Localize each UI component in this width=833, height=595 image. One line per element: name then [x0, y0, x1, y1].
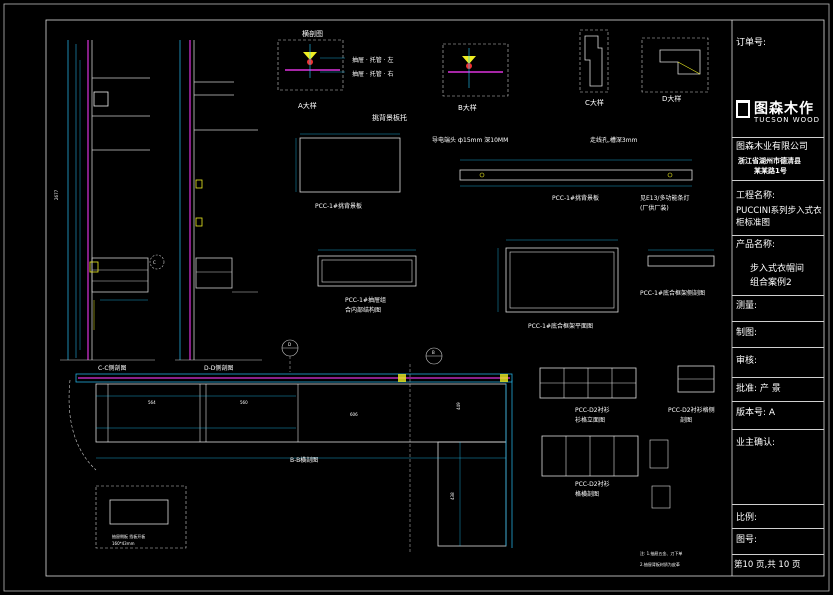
order-label: 订单号:: [736, 38, 767, 48]
drawer-frame-drawing: [317, 249, 417, 287]
cc-section-drawing: C 2677: [54, 40, 165, 361]
label-lamp-l1: 见E13/多功能条灯: [640, 194, 689, 202]
label-d2-side-l1: PCC-D2衬衫格侧: [668, 406, 715, 414]
label-detail-a: A大样: [298, 101, 317, 110]
company-name: 图森木业有限公司: [736, 142, 809, 152]
label-detail-d: D大样: [662, 94, 681, 103]
drawing-labels: 横剖图 抽屉 · 托管 · 左 抽屉 · 托管 · 右 A大样 B大样 C大样 …: [98, 29, 715, 567]
logo-mark-icon: [736, 100, 750, 118]
label-lamp-l2: (厂供厂装): [640, 204, 669, 212]
owner-label: 业主确认:: [736, 438, 776, 448]
owner-row: 业主确认:: [732, 429, 824, 505]
product-row: 产品名称: 步入式衣帽间 组合案例2: [732, 235, 824, 296]
label-base-section: PCC-1#底合框架侧剖图: [640, 289, 705, 297]
project-row: 工程名称: PUCCINI系列步入式衣柜标准图: [732, 180, 824, 236]
label-footnote-2: 2.抽屉背板材质为皮革: [640, 561, 680, 567]
logo-text-cn: 图森木作: [754, 101, 814, 117]
label-d2-side-l2: 剖图: [680, 416, 692, 424]
label-d2-elev-l1: PCC-D2衬衫: [575, 406, 610, 414]
label-drawer-l2: 合内部结构图: [345, 306, 381, 314]
measure-row: 测量:: [732, 295, 824, 322]
label-cc-section: C-C侧剖图: [98, 364, 127, 372]
label-cable-note: 导电端头 ф15mm 深10MM: [432, 136, 508, 144]
scale-label: 比例:: [736, 513, 758, 523]
label-pcc1-back: PCC-1#挑背景板: [315, 202, 362, 210]
page-label: 第10 页,共 10 页: [734, 560, 801, 570]
d2-cross-drawing: [541, 435, 671, 509]
label-drawer-l1: PCC-1#抽屉组: [345, 296, 386, 304]
drawing-no-label: 图号:: [736, 535, 758, 545]
svg-text:D: D: [288, 342, 291, 347]
product-label: 产品名称:: [736, 240, 776, 250]
project-name: PUCCINI系列步入式衣柜标准图: [736, 206, 822, 228]
base-plan-drawing: [497, 239, 619, 313]
label-detail-b: B大样: [458, 103, 477, 112]
label-pcc1-back2: PCC-1#挑背景板: [552, 194, 599, 202]
label-note-l1: 抽屉 · 托管 · 左: [352, 56, 393, 64]
label-bb-section: B-B横剖图: [290, 456, 318, 464]
label-cross-section: 横剖图: [302, 29, 323, 38]
section-markers: D B: [281, 339, 443, 552]
svg-text:B: B: [432, 350, 435, 355]
svg-text:606: 606: [350, 412, 358, 417]
label-hole-note: 走线孔,槽深3mm: [590, 136, 638, 144]
review-row: 审核:: [732, 347, 824, 378]
address-line-2: 某某路1号: [754, 167, 787, 175]
label-dd-section: D-D侧剖图: [204, 364, 233, 372]
company-row: 图森木业有限公司 浙江省湖州市德清县 某某路1号: [732, 137, 824, 178]
measure-label: 测量:: [736, 301, 758, 311]
d2-side-drawing: [677, 365, 715, 393]
version-label: 版本号: A: [736, 408, 776, 418]
version-row: 版本号: A: [732, 401, 824, 430]
logo-text-en: TUCSON WOOD: [754, 116, 821, 124]
approve-label: 批准: 产 景: [736, 384, 781, 394]
svg-text:449: 449: [456, 402, 461, 410]
approve-row: 批准: 产 景: [732, 377, 824, 402]
page-row: 第10 页,共 10 页: [732, 554, 824, 577]
back-board-section-drawing: [459, 159, 693, 187]
label-hook: 挑背景板托: [372, 113, 407, 122]
svg-text:2677: 2677: [54, 189, 59, 200]
title-block: 订单号: 图森木业有限公司 浙江省湖州市德清县 某某路1号 工程名称: PUCC…: [732, 20, 824, 576]
detail-d-drawing: [641, 37, 709, 93]
label-note-l2: 抽屉 · 托管 · 右: [352, 70, 393, 78]
scale-row: 比例:: [732, 504, 824, 529]
bottom-detail-drawing: [95, 485, 187, 549]
order-row: 订单号:: [732, 20, 824, 95]
label-base-plan: PCC-1#底合框架平面图: [528, 322, 593, 330]
draw-row: 制图:: [732, 321, 824, 348]
svg-text:560: 560: [240, 400, 248, 405]
product-name-l1: 步入式衣帽间: [750, 264, 805, 274]
label-bottom-note-l1: 抽屉侧板 挡板开板: [112, 533, 145, 539]
d2-elevation-drawing: [539, 367, 637, 399]
detail-c-drawing: [579, 29, 609, 93]
label-footnote-1: 注: 1.抽屉五金、刀下单: [640, 550, 682, 556]
svg-text:564: 564: [148, 400, 156, 405]
company-logo: 图森木作 TUCSON WOOD: [736, 98, 821, 128]
label-d2-cross-l1: PCC-D2衬衫: [575, 480, 610, 488]
label-bottom-note-l2: 160*43mm: [112, 541, 135, 546]
svg-text:C: C: [153, 260, 156, 265]
product-name-l2: 组合案例2: [750, 278, 792, 288]
detail-a-drawing: [277, 39, 345, 91]
back-board-drawing: [295, 133, 401, 193]
review-label: 审核:: [736, 356, 758, 366]
base-section-drawing: [647, 249, 715, 267]
label-detail-c: C大样: [585, 98, 604, 107]
label-d2-cross-l2: 格横剖图: [575, 490, 599, 498]
dd-section-drawing: [175, 40, 262, 361]
bb-section-drawing: 564 560 606 449 438: [68, 373, 513, 548]
drawing-no-row: 图号:: [732, 528, 824, 555]
detail-b-drawing: [442, 43, 509, 97]
label-d2-elev-l2: 衫格立面图: [575, 416, 605, 424]
draw-label: 制图:: [736, 328, 758, 338]
address-line-1: 浙江省湖州市德清县: [738, 157, 801, 165]
svg-text:438: 438: [450, 492, 455, 500]
project-label: 工程名称:: [736, 191, 776, 201]
